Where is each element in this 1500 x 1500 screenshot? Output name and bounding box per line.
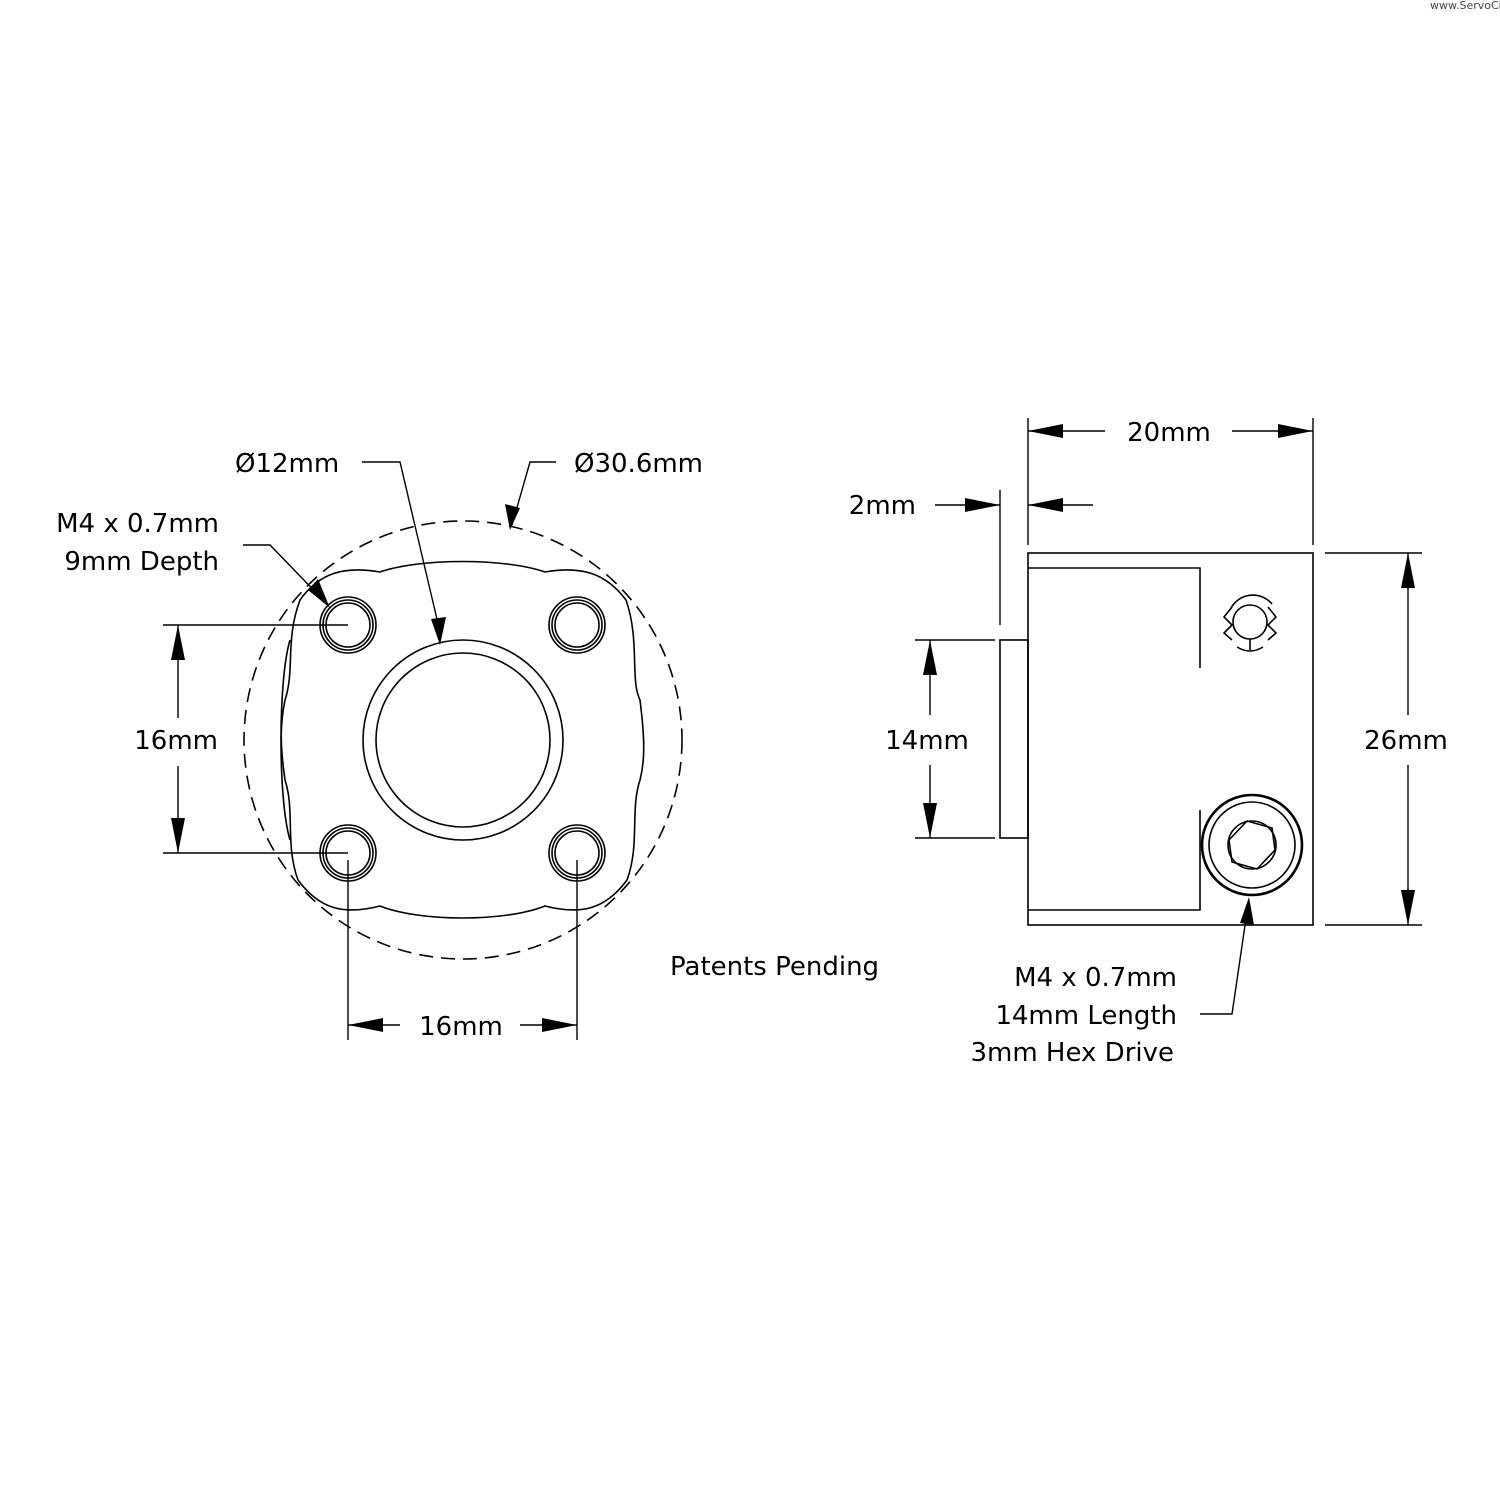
patents-pending-note: Patents Pending bbox=[670, 952, 879, 982]
screw-label-3: 3mm Hex Drive bbox=[970, 1038, 1174, 1068]
bore-diameter-label: Ø12mm bbox=[235, 449, 339, 479]
length-label: 20mm bbox=[1127, 418, 1211, 448]
flange-outline bbox=[280, 560, 645, 919]
hub-height-label: 14mm bbox=[885, 726, 969, 756]
flange-edge-line bbox=[280, 639, 291, 841]
overall-height-label: 26mm bbox=[1364, 726, 1448, 756]
hub-step bbox=[999, 639, 1029, 839]
screw-label-1: M4 x 0.7mm bbox=[1014, 963, 1177, 993]
horizontal-hole-spacing-label: 16mm bbox=[419, 1012, 503, 1042]
bore-hidden-lines bbox=[1028, 567, 1201, 911]
set-screw-bottom-icon bbox=[1200, 793, 1304, 897]
watermark: www.ServoCity bbox=[1430, 0, 1500, 12]
bore-outer-circle bbox=[362, 639, 564, 841]
set-screw-top-icon bbox=[1222, 594, 1278, 652]
screw-label-2: 14mm Length bbox=[995, 1001, 1177, 1031]
outer-diameter-circle bbox=[243, 520, 683, 960]
vertical-hole-spacing-label: 16mm bbox=[134, 726, 218, 756]
front-view: Ø12mm Ø30.6mm M4 x 0.7mm 9mm Depth 16mm … bbox=[56, 449, 703, 1042]
tapped-holes-label-2: 9mm Depth bbox=[64, 547, 219, 577]
side-view: 20mm 2mm 14mm 26mm M4 x 0.7mm 14mm Lengt… bbox=[849, 418, 1448, 1068]
bore-inner-circle bbox=[375, 652, 551, 828]
hub-step-label: 2mm bbox=[849, 491, 916, 521]
outer-diameter-label: Ø30.6mm bbox=[574, 449, 703, 479]
tapped-holes-label-1: M4 x 0.7mm bbox=[56, 509, 219, 539]
